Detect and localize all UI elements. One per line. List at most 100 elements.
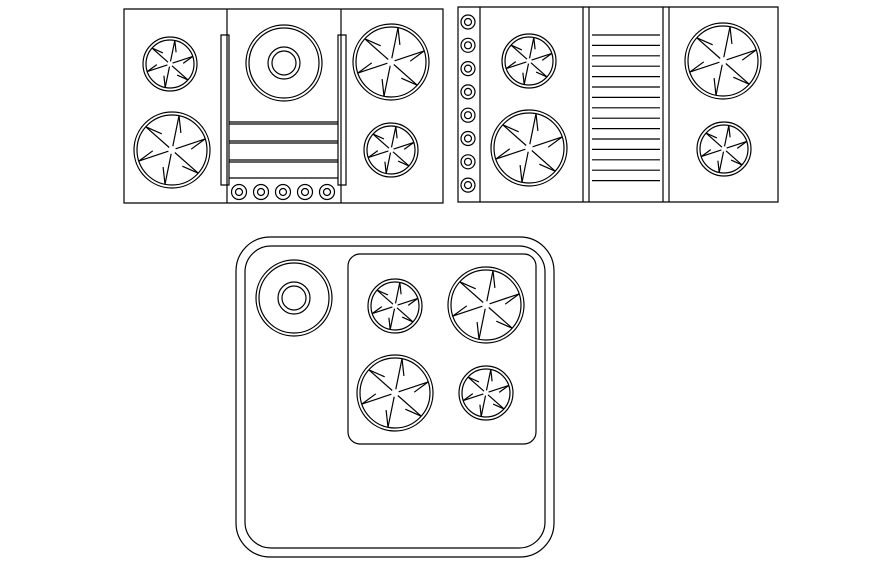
burner-spoke — [487, 271, 493, 302]
burner-spoke — [171, 41, 175, 62]
burner-spoke — [372, 307, 382, 314]
griddle-bars — [592, 35, 660, 181]
burner-spoke — [505, 294, 519, 304]
cooktop-left-frame — [124, 9, 443, 203]
burner-spoke — [729, 126, 730, 138]
burner-spoke — [402, 359, 404, 376]
burner-spoke — [520, 165, 522, 182]
cooktop-left-rail — [221, 35, 229, 185]
cooktop-square — [236, 237, 554, 557]
control-knob — [461, 108, 475, 122]
burner-spoke — [147, 65, 157, 72]
burner-spoke — [385, 162, 386, 174]
burner-small — [502, 34, 556, 88]
control-knobs — [232, 185, 335, 200]
burner-spoke — [373, 134, 389, 148]
burner-small — [697, 122, 751, 176]
burner-spoke — [530, 114, 536, 145]
burner-spoke — [701, 150, 721, 157]
burner-large — [353, 24, 429, 100]
burner-spoke — [368, 151, 388, 158]
cooktop-right-frame — [458, 7, 778, 202]
burner-small — [459, 366, 513, 420]
burner-spoke — [358, 63, 388, 73]
burner-spoke — [536, 72, 547, 77]
control-knob — [461, 155, 475, 169]
burner-spoke — [395, 51, 425, 61]
burner-spoke — [491, 370, 492, 382]
burner-spoke — [152, 48, 168, 62]
burner-spoke — [410, 51, 424, 61]
burner-spoke — [368, 151, 378, 158]
burner-spoke — [358, 63, 372, 73]
control-knob — [461, 62, 475, 76]
burner-spoke — [725, 126, 729, 147]
burner-spoke — [706, 133, 722, 147]
burner-spoke — [737, 141, 747, 148]
burner-spoke — [152, 48, 163, 53]
cooktop-square-burner-panel — [348, 254, 536, 444]
burner-large — [685, 23, 761, 99]
burner-spoke — [499, 385, 509, 392]
burner-spoke — [139, 151, 153, 161]
burner-spoke — [146, 127, 169, 148]
control-knob — [461, 38, 475, 52]
burner-spoke — [176, 139, 206, 149]
burner-spoke — [468, 377, 484, 391]
burner-spoke — [396, 359, 402, 390]
burner-spoke — [392, 127, 396, 148]
ring-burner — [256, 260, 332, 336]
burner-spoke — [742, 50, 756, 60]
burner-spoke — [726, 64, 749, 85]
burner-spoke — [532, 53, 552, 60]
control-knob — [461, 178, 475, 192]
cooktop-square-outer — [236, 237, 554, 557]
burner-spoke — [191, 139, 205, 149]
burner-spoke — [490, 294, 520, 304]
burner-small — [143, 37, 197, 91]
burner-spoke — [362, 394, 392, 404]
burner-spoke — [533, 137, 563, 147]
burner-spoke — [369, 370, 385, 377]
burner-spoke — [522, 152, 528, 183]
burner-spoke — [463, 394, 483, 401]
burner-spoke — [487, 370, 491, 391]
burner-spoke — [390, 309, 394, 330]
burner-spoke — [477, 322, 479, 339]
burner-spoke — [397, 308, 413, 322]
burner-large — [134, 112, 210, 188]
burner-spoke — [489, 385, 509, 392]
cooktop-square-inner — [245, 246, 545, 548]
control-knobs — [461, 15, 475, 192]
burner-spoke — [506, 62, 526, 69]
burner-spoke — [163, 167, 165, 184]
burner-spoke — [714, 78, 716, 95]
burner-spoke — [489, 308, 512, 329]
burner-spoke — [399, 382, 429, 392]
control-knob — [232, 185, 247, 200]
burner-spoke — [548, 137, 562, 147]
burner-spoke — [408, 298, 418, 305]
burner-spoke — [173, 116, 179, 147]
burner-spoke — [164, 76, 165, 88]
burner-spoke — [460, 282, 476, 289]
burner-spoke — [503, 125, 519, 132]
burner-spoke — [377, 290, 393, 304]
burner-spoke — [532, 151, 555, 172]
burner-spoke — [392, 28, 398, 59]
control-knob — [461, 85, 475, 99]
burner-spoke — [524, 64, 528, 85]
burner-spoke — [400, 283, 401, 295]
burner-spoke — [396, 283, 400, 304]
burner-spoke — [146, 127, 162, 134]
burner-spoke — [165, 154, 171, 185]
burner-spoke — [373, 134, 384, 139]
burner-spoke — [506, 62, 516, 69]
burner-spoke — [405, 409, 421, 416]
burner-spoke — [460, 282, 483, 303]
burner-spoke — [496, 149, 526, 159]
burner-spoke — [496, 321, 512, 328]
burner-spoke — [727, 141, 747, 148]
burner-spoke — [404, 142, 414, 149]
